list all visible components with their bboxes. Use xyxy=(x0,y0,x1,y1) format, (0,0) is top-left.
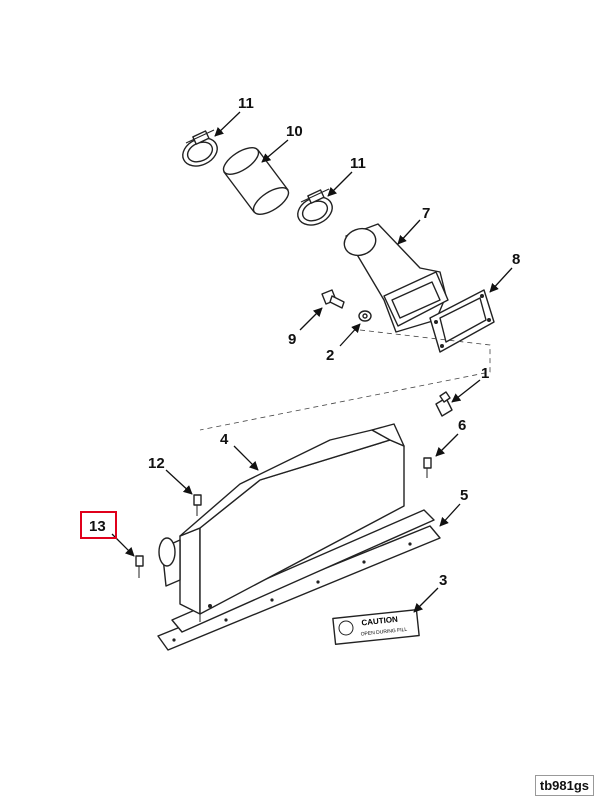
hose xyxy=(222,147,290,215)
caution-label-title: CAUTION xyxy=(361,615,398,628)
callout-13: 13 xyxy=(89,518,106,535)
screw-right xyxy=(423,457,432,478)
callout-11-upper: 11 xyxy=(238,95,254,112)
washer xyxy=(358,310,372,322)
caution-label: CAUTION OPEN DURING FILL xyxy=(332,608,420,646)
outlet-elbow xyxy=(343,223,449,333)
callout-6: 6 xyxy=(458,417,466,434)
image-reference-code: tb981gs xyxy=(534,775,594,796)
callout-11-lower: 11 xyxy=(350,155,366,172)
callout-12: 12 xyxy=(148,455,165,472)
hose-clamp-upper xyxy=(182,129,218,167)
callout-1: 1 xyxy=(481,365,489,382)
vent-fitting xyxy=(435,391,453,417)
callout-4: 4 xyxy=(220,431,229,448)
caution-label-subtitle: OPEN DURING FILL xyxy=(360,627,407,638)
leader-arrows xyxy=(111,111,513,613)
callout-5: 5 xyxy=(460,487,468,504)
callout-2: 2 xyxy=(326,347,334,364)
screw-middle xyxy=(193,494,202,516)
callout-9: 9 xyxy=(288,331,296,348)
callout-10: 10 xyxy=(286,123,303,140)
callout-8: 8 xyxy=(512,251,520,268)
hose-clamp-lower xyxy=(297,188,333,226)
callout-7: 7 xyxy=(422,205,430,222)
highlight-box-callout-13 xyxy=(80,511,117,539)
callout-3: 3 xyxy=(439,572,447,589)
bolt xyxy=(321,289,345,309)
tank-body xyxy=(158,423,435,633)
callout-numbers: 11 10 11 7 8 9 2 1 4 6 12 5 13 3 xyxy=(89,95,520,589)
screw-left xyxy=(135,555,144,578)
gasket-flange xyxy=(429,289,495,353)
